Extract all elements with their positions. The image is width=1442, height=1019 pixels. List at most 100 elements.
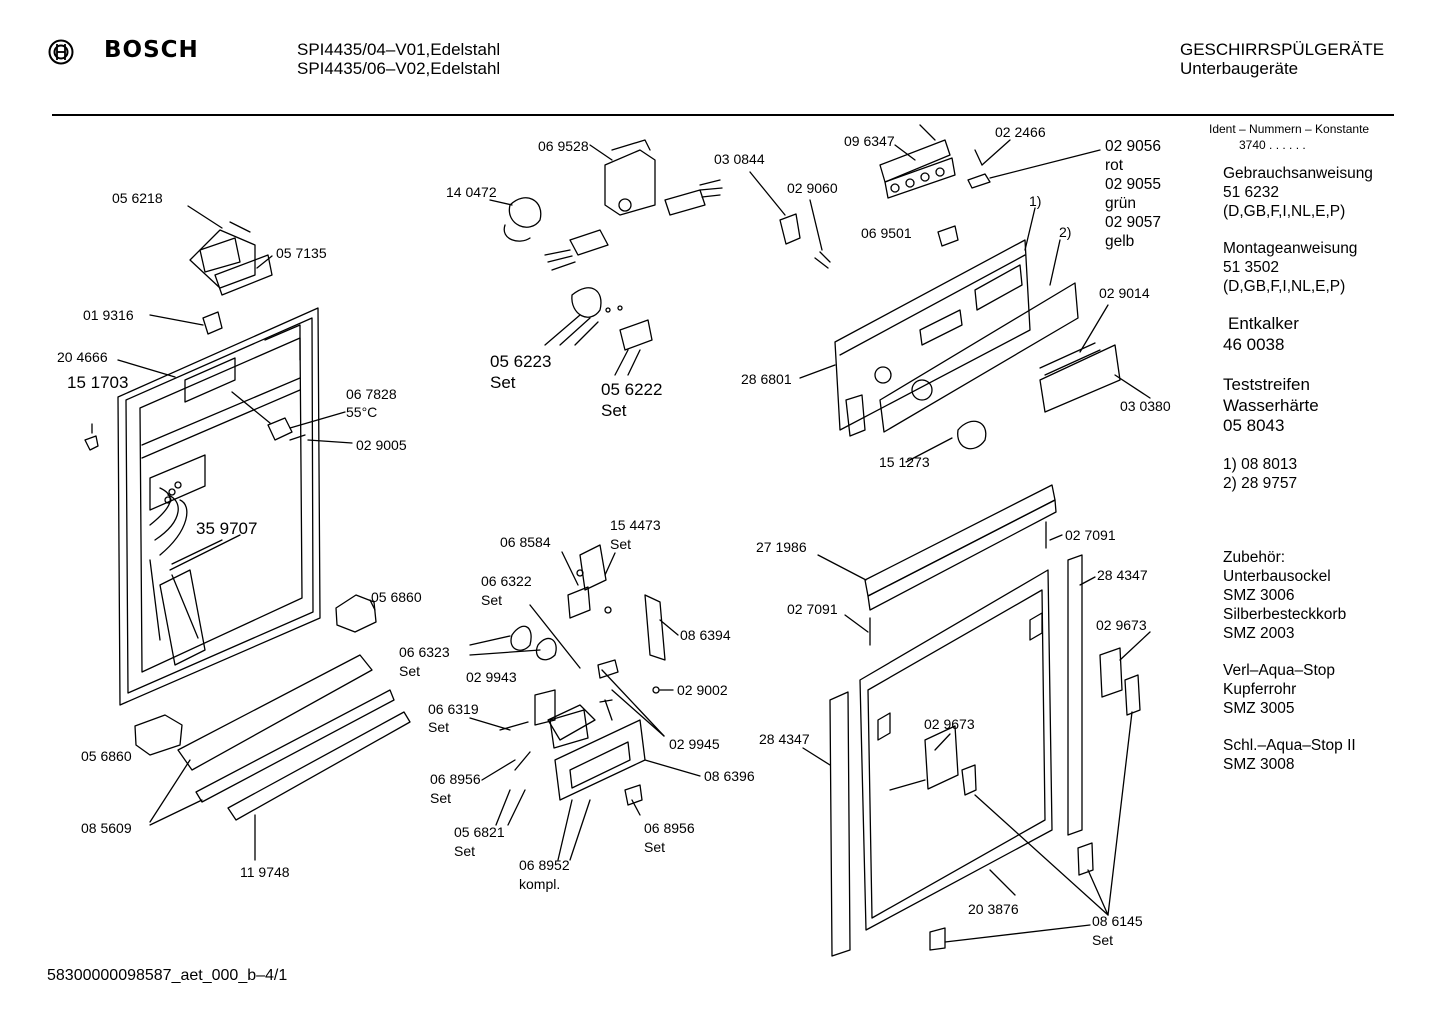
accessory-item: SMZ 3005: [1223, 700, 1295, 717]
clip-019316: [203, 312, 222, 334]
part-label: 28 4347: [759, 731, 810, 747]
part-label: kompl.: [519, 876, 561, 892]
latch-assembly: [188, 206, 272, 295]
connector-030844: [780, 214, 800, 244]
subcategory-title: Unterbaugeräte: [1180, 59, 1299, 78]
part-label: 06 8956: [644, 820, 695, 836]
model-line-1: SPI4435/04–V01,Edelstahl: [297, 40, 501, 59]
part-label: 14 0472: [446, 184, 497, 200]
side-rail-left: [830, 692, 850, 956]
part-label: 05 6860: [371, 589, 422, 605]
part-label: 06 9528: [538, 138, 589, 154]
part-label: Set: [430, 790, 452, 806]
part-label: 05 6860: [81, 748, 132, 764]
screw-151703: [85, 436, 98, 450]
accessory-item: SMZ 3006: [1223, 587, 1295, 604]
accessory-item: Silberbesteckkorb: [1223, 606, 1347, 623]
part-label: 06 6323: [399, 644, 450, 660]
descaler-number: 46 0038: [1223, 335, 1285, 354]
accessory-item: SMZ 2003: [1223, 625, 1295, 642]
knob-140472: [509, 198, 540, 227]
part-label: 02 9673: [924, 716, 975, 732]
part-label: Set: [454, 843, 476, 859]
part-label: 02 7091: [1065, 527, 1116, 543]
inner-door-panel: [118, 308, 320, 705]
teststrip-subtitle: Wasserhärte: [1223, 396, 1319, 415]
part-label: 2): [1059, 224, 1072, 240]
footnote-2: 2) 28 9757: [1223, 475, 1298, 492]
manual-title: Gebrauchsanweisung: [1223, 165, 1373, 182]
part-label: 02 9014: [1099, 285, 1150, 301]
part-label: 15 4473: [610, 517, 661, 533]
part-label: 28 6801: [741, 371, 792, 387]
install-languages: (D,GB,F,I,NL,E,P): [1223, 278, 1346, 295]
part-label: 20 3876: [968, 901, 1019, 917]
part-label: Set: [601, 401, 627, 420]
part-label: 15 1273: [879, 454, 930, 470]
brand-name: BOSCH: [104, 37, 199, 63]
foam-block-2: [135, 715, 182, 755]
trim-channel: [196, 690, 394, 802]
accessory-item: SMZ 3008: [1223, 756, 1295, 773]
part-label: 05 6222: [601, 380, 663, 399]
part-069501: [938, 226, 958, 246]
part-label: 55°C: [346, 404, 378, 420]
part-label: 1): [1029, 193, 1042, 209]
part-label: 01 9316: [83, 307, 134, 323]
part-label: 02 9943: [466, 669, 517, 685]
part-label: 05 6821: [454, 824, 505, 840]
part-label: Set: [644, 839, 666, 855]
ident-value: 3740 . . . . . .: [1239, 138, 1306, 152]
category-title: GESCHIRRSPÜLGERÄTE: [1180, 40, 1385, 59]
part-label: rot: [1105, 157, 1124, 174]
part-label: 02 9673: [1096, 617, 1147, 633]
thermostat-part: [268, 418, 292, 440]
part-label: 02 9056: [1105, 138, 1162, 155]
install-number: 51 3502: [1223, 259, 1280, 276]
part-label: 02 9005: [356, 437, 407, 453]
program-selector: [605, 140, 722, 215]
handle-assembly: [500, 545, 665, 805]
part-label: grün: [1105, 195, 1137, 212]
accessory-item: Unterbausockel: [1223, 568, 1331, 585]
part-label: 15 1703: [67, 373, 129, 392]
door-front: [860, 570, 1052, 930]
document-id: 58300000098587_aet_000_b–4/1: [47, 967, 288, 984]
part-label: 06 8584: [500, 534, 551, 550]
connector-022466: [968, 174, 990, 188]
teststrip-number: 05 8043: [1223, 416, 1285, 435]
top-trim-271986: [865, 485, 1055, 596]
accessory-item: Kupferrohr: [1223, 681, 1297, 698]
part-label: 03 0844: [714, 151, 765, 167]
part-label: 09 6347: [844, 133, 895, 149]
part-label: 08 6396: [704, 768, 755, 784]
teststrip-title: Teststreifen: [1223, 375, 1310, 394]
part-label: 28 4347: [1097, 567, 1148, 583]
part-label: 08 5609: [81, 820, 132, 836]
install-title: Montageanweisung: [1223, 240, 1358, 257]
manual-languages: (D,GB,F,I,NL,E,P): [1223, 203, 1346, 220]
control-panel: [835, 240, 1030, 436]
model-line-2: SPI4435/06–V02,Edelstahl: [297, 59, 501, 78]
part-label: 35 9707: [196, 519, 258, 538]
part-label: 06 9501: [861, 225, 912, 241]
manual-number: 51 6232: [1223, 184, 1280, 201]
part-label: Set: [1092, 932, 1114, 948]
part-label: 08 6394: [680, 627, 731, 643]
knob-151273: [958, 421, 986, 448]
part-label: 02 9060: [787, 180, 838, 196]
part-label: 06 8952: [519, 857, 570, 873]
part-label: 05 7135: [276, 245, 327, 261]
switch-block: [880, 125, 955, 198]
part-label: Set: [481, 592, 503, 608]
part-label: 05 6218: [112, 190, 163, 206]
part-label: 02 9002: [677, 682, 728, 698]
part-label: Set: [399, 663, 421, 679]
side-rail-right: [1068, 555, 1082, 835]
part-label: 02 9055: [1105, 176, 1162, 193]
part-label: 02 7091: [787, 601, 838, 617]
part-label: Set: [610, 536, 632, 552]
foam-block-1: [336, 595, 376, 632]
part-label: gelb: [1105, 233, 1135, 250]
